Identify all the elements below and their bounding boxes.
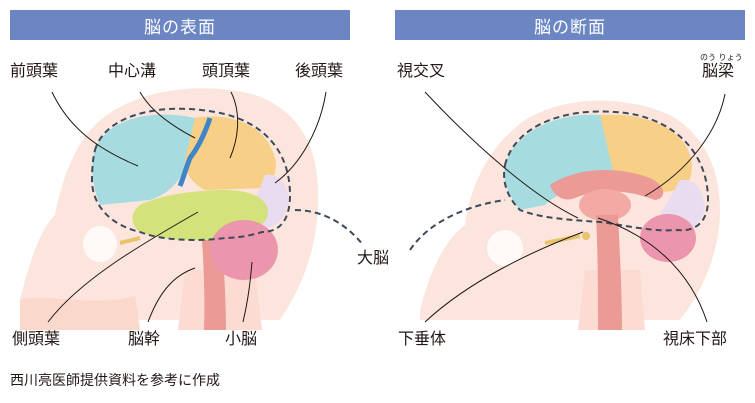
label-brainstem: 脳幹	[128, 329, 161, 348]
label-parietal-lobe: 頭頂葉	[202, 61, 251, 80]
label-central-sulcus: 中心溝	[108, 61, 157, 80]
cerebrum-outline-left	[90, 107, 292, 241]
surface-title: 脳の表面	[10, 10, 350, 40]
parietal-lobe-region	[185, 116, 276, 190]
label-optic-chiasm: 視交叉	[397, 61, 446, 80]
cerebrum-outline-right	[503, 110, 710, 232]
label-hypothalamus: 視床下部	[663, 329, 728, 348]
label-occipital-lobe: 後頭葉	[295, 61, 344, 80]
cerebellum-region	[210, 220, 278, 280]
reading-corpus-callosum: のう りょう	[700, 53, 743, 62]
label-pituitary: 下垂体	[398, 329, 447, 348]
label-frontal-lobe: 前頭葉	[10, 61, 59, 80]
cerebrum-connector-left	[294, 209, 364, 246]
frontal-lobe-region	[92, 114, 195, 205]
label-cerebrum: 大脳	[357, 248, 390, 267]
source-credit: 西川亮医師提供資料を参考に作成	[10, 373, 220, 389]
leader-lines	[47, 91, 726, 323]
label-cerebellum: 小脳	[225, 329, 258, 348]
section-title: 脳の断面	[395, 10, 745, 40]
cerebrum-connector-right	[409, 199, 506, 251]
left-brain-surface	[90, 107, 292, 330]
label-temporal-lobe: 側頭葉	[12, 329, 61, 348]
central-sulcus-line	[177, 117, 213, 187]
label-corpus-callosum: 脳梁	[702, 61, 735, 80]
